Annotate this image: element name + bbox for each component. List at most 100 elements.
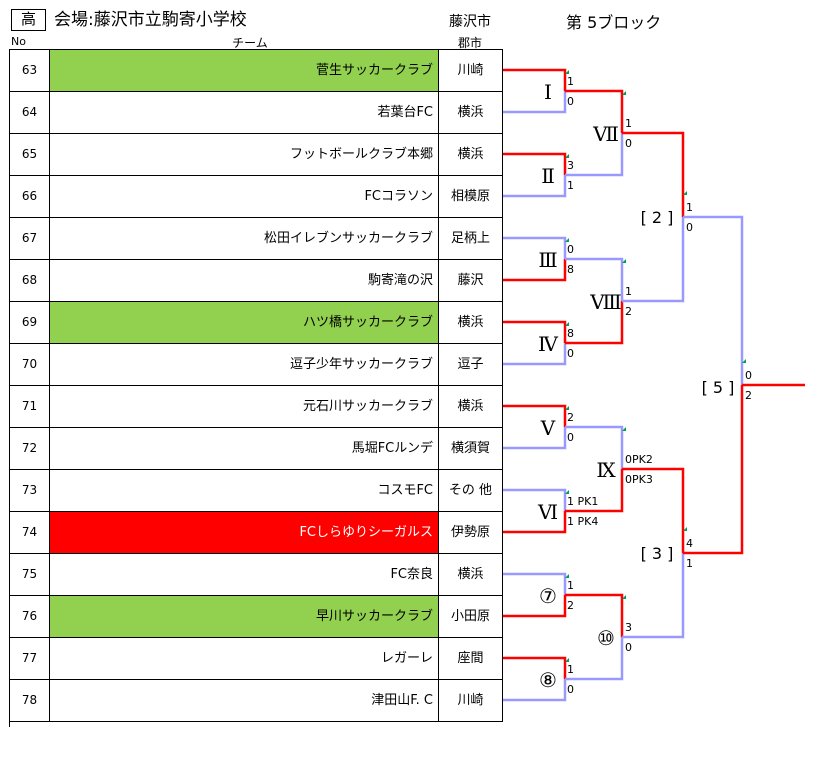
winner-marker (565, 406, 569, 410)
score-top: 1 (567, 75, 574, 88)
bracket-line (503, 175, 567, 198)
team-city: 横須賀 (439, 428, 503, 469)
match-label: Ⅴ (540, 416, 556, 440)
winner-marker (622, 91, 626, 95)
winner-marker (565, 490, 569, 494)
score-top: 1 (567, 663, 574, 676)
team-number: 75 (10, 554, 50, 595)
bracket-line (503, 152, 567, 175)
bracket-line (683, 215, 744, 385)
bracket-line (503, 91, 567, 114)
bracket-line (503, 343, 567, 366)
winner-marker (622, 595, 626, 599)
team-city: 横浜 (439, 134, 503, 175)
winner-marker (742, 359, 746, 363)
winner-marker (565, 574, 569, 578)
match-label: ⑩ (597, 626, 615, 650)
score-bottom: 2 (625, 305, 632, 318)
bracket-line (503, 68, 567, 91)
score-bottom: 0 (567, 431, 574, 444)
winner-marker (683, 191, 687, 195)
score-top: 0PK2 (625, 453, 653, 466)
score-bottom: 0PK3 (625, 473, 653, 486)
team-number: 65 (10, 134, 50, 175)
score-top: 3 (567, 159, 574, 172)
team-number: 70 (10, 344, 50, 385)
score-top: 3 (625, 621, 632, 634)
team-name: 菅生サッカークラブ (50, 50, 439, 91)
score-bottom: 1 (686, 557, 693, 570)
team-name: 松田イレブンサッカークラブ (50, 218, 439, 259)
score-top: 1 (686, 201, 693, 214)
team-city: 逗子 (439, 344, 503, 385)
team-name: フットボールクラブ本郷 (50, 134, 439, 175)
winner-marker (622, 259, 626, 263)
match-label: [ 5 ] (702, 378, 735, 397)
team-number: 72 (10, 428, 50, 469)
team-name: 若葉台FC (50, 92, 439, 133)
bracket-line (622, 131, 685, 217)
bracket-line (565, 89, 624, 133)
team-name: 馬堀FCルンデ (50, 428, 439, 469)
match-label: Ⅵ (537, 500, 558, 524)
team-city: 足柄上 (439, 218, 503, 259)
team-city: 横浜 (439, 386, 503, 427)
bracket-line (503, 488, 567, 511)
team-city: 座間 (439, 638, 503, 679)
match-label: Ⅸ (596, 458, 616, 482)
team-city: 小田原 (439, 596, 503, 637)
score-top: 1 (625, 285, 632, 298)
team-city: その 他 (439, 470, 503, 511)
team-number: 77 (10, 638, 50, 679)
team-number: 69 (10, 302, 50, 343)
bracket-line (565, 133, 624, 177)
winner-marker (622, 427, 626, 431)
score-top: 4 (686, 537, 693, 550)
team-name: 元石川サッカークラブ (50, 386, 439, 427)
team-name: 駒寄滝の沢 (50, 260, 439, 301)
score-top: 2 (567, 411, 574, 424)
team-number: 74 (10, 512, 50, 553)
team-name: レガーレ (50, 638, 439, 679)
bracket-line (503, 427, 567, 450)
score-bottom: 0 (625, 137, 632, 150)
score-bottom: 1 PK4 (567, 515, 598, 528)
team-number: 71 (10, 386, 50, 427)
team-city: 伊勢原 (439, 512, 503, 553)
venue-title: 会場:藤沢市立駒寄小学校 (54, 10, 247, 30)
bracket-line (503, 236, 567, 259)
score-bottom: 1 (567, 179, 574, 192)
team-city: 藤沢 (439, 260, 503, 301)
bracket-line (683, 385, 744, 555)
team-number: 73 (10, 470, 50, 511)
bracket-line (503, 595, 567, 618)
score-top: 1 (625, 117, 632, 130)
team-city: 横浜 (439, 302, 503, 343)
team-name: コスモFC (50, 470, 439, 511)
column-header-team: チーム (232, 36, 268, 50)
score-bottom: 8 (567, 263, 574, 276)
team-city: 川崎 (439, 50, 503, 91)
score-bottom: 2 (567, 599, 574, 612)
team-city: 相模原 (439, 176, 503, 217)
team-number: 67 (10, 218, 50, 259)
score-top: 0 (567, 243, 574, 256)
score-top: 1 PK1 (567, 495, 598, 508)
match-label: Ⅶ (592, 122, 619, 146)
match-label: ⑦ (539, 584, 557, 608)
bracket-line (565, 637, 624, 681)
winner-marker (565, 238, 569, 242)
score-bottom: 0 (567, 95, 574, 108)
bracket-line (565, 593, 624, 637)
match-label: [ 2 ] (641, 208, 674, 227)
team-name: 津田山F. C (50, 680, 439, 721)
